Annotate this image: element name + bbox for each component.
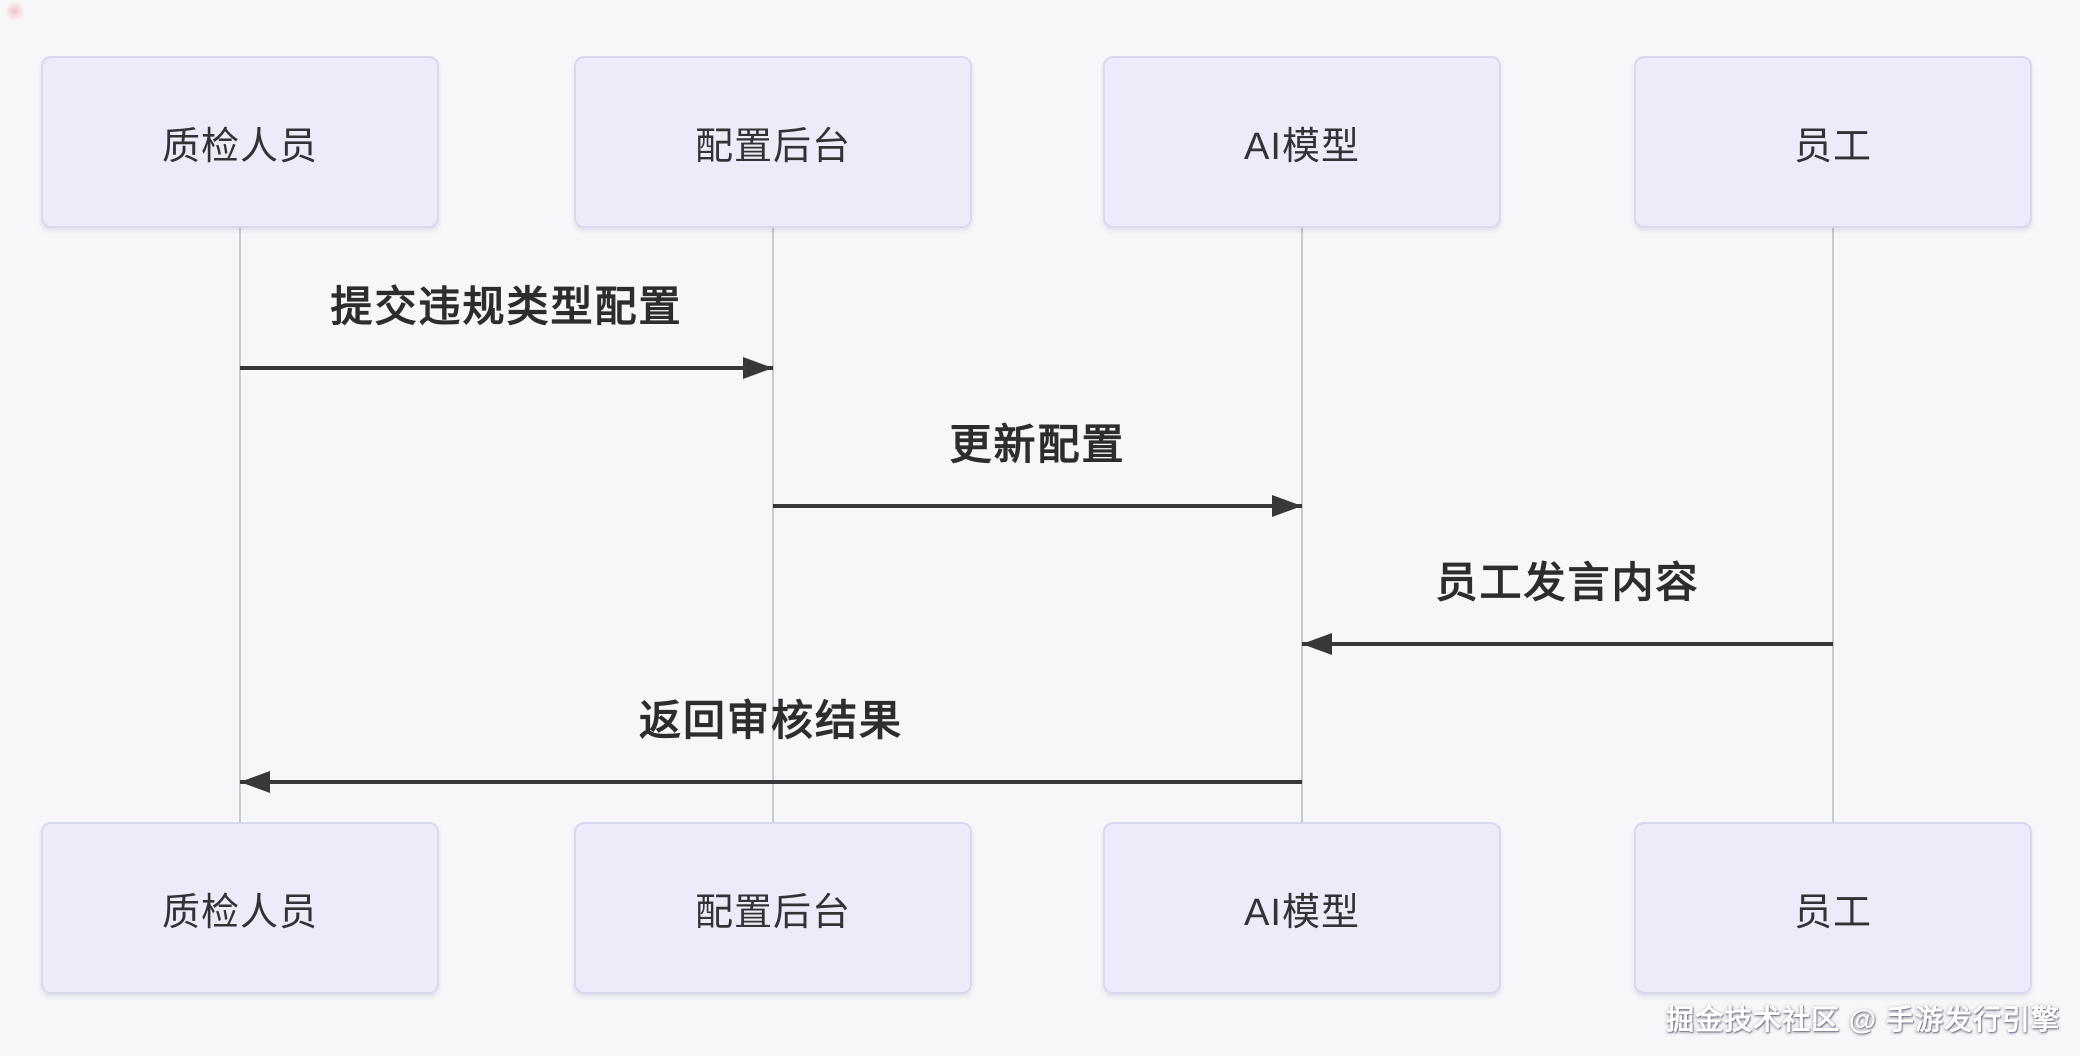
lifeline-quality-inspector xyxy=(239,228,241,822)
actor-bottom-ai-model: AI模型 xyxy=(1103,822,1501,994)
actor-label: AI模型 xyxy=(1244,891,1360,934)
actor-label: 质检人员 xyxy=(161,891,318,934)
message-line-return-review-result xyxy=(240,780,1302,784)
actor-label: 质检人员 xyxy=(161,125,318,168)
arrowhead-right-icon xyxy=(1272,495,1302,517)
actor-label: 员工 xyxy=(1793,891,1872,934)
corner-artifact xyxy=(4,2,26,20)
actor-top-employee: 员工 xyxy=(1634,56,2032,228)
message-line-update-config xyxy=(773,504,1302,508)
message-line-employee-speech xyxy=(1302,642,1833,646)
actor-label: 配置后台 xyxy=(694,125,851,168)
lifeline-config-backend xyxy=(772,228,774,822)
actor-top-ai-model: AI模型 xyxy=(1103,56,1501,228)
lifeline-ai-model xyxy=(1301,228,1303,822)
arrowhead-left-icon xyxy=(240,771,270,793)
actor-label: AI模型 xyxy=(1244,125,1360,168)
arrowhead-right-icon xyxy=(743,357,773,379)
message-line-submit-violation-config xyxy=(240,366,773,370)
message-label-return-review-result: 返回审核结果 xyxy=(638,697,903,744)
actor-bottom-quality-inspector: 质检人员 xyxy=(41,822,439,994)
watermark: 掘金技术社区 @ 手游发行引擎 xyxy=(1666,1004,2060,1035)
actor-top-config-backend: 配置后台 xyxy=(574,56,972,228)
actor-top-quality-inspector: 质检人员 xyxy=(41,56,439,228)
arrowhead-left-icon xyxy=(1302,633,1332,655)
actor-label: 员工 xyxy=(1793,125,1872,168)
lifeline-employee xyxy=(1832,228,1834,822)
message-label-submit-violation-config: 提交违规类型配置 xyxy=(330,283,683,330)
message-label-employee-speech: 员工发言内容 xyxy=(1435,559,1700,606)
actor-bottom-employee: 员工 xyxy=(1634,822,2032,994)
actor-label: 配置后台 xyxy=(694,891,851,934)
actor-bottom-config-backend: 配置后台 xyxy=(574,822,972,994)
message-label-update-config: 更新配置 xyxy=(949,421,1126,468)
